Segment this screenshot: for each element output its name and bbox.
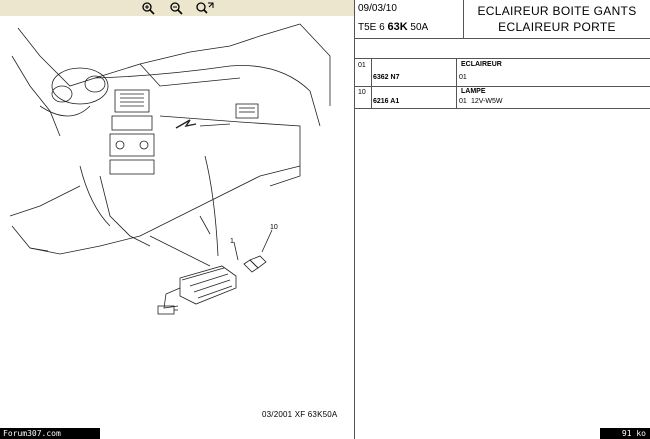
part-name: ECLAIREUR <box>461 61 502 68</box>
part-ref: 10 <box>358 89 366 96</box>
panel-divider <box>354 0 355 439</box>
section-title: ECLAIREUR BOITE GANTS <box>477 4 637 18</box>
column-divider <box>371 58 372 108</box>
row-divider <box>355 86 650 87</box>
callout-label: 1 <box>230 238 234 245</box>
column-divider <box>456 58 457 108</box>
catalog-date: 09/03/10 <box>358 3 397 14</box>
part-number[interactable]: 6216 A1 <box>373 98 400 105</box>
section-subtitle: ECLAIREUR PORTE <box>498 20 616 34</box>
part-qty: 01 <box>459 98 467 105</box>
status-size: 91 ko <box>600 428 650 439</box>
catalog-code: T5E 6 63K 50A <box>358 21 429 33</box>
part-ref: 01 <box>358 62 366 69</box>
status-site: Forum307.com <box>0 428 100 439</box>
parts-header: 09/03/10 T5E 6 63K 50A ECLAIREUR BOITE G… <box>355 0 650 39</box>
part-number[interactable]: 6362 N7 <box>373 74 400 81</box>
dashboard-exploded-diagram: 1 10 <box>9 23 331 315</box>
row-divider <box>355 108 650 109</box>
diagram-reference: 03/2001 XF 63K50A <box>262 410 338 419</box>
part-detail: 12V-W5W <box>471 98 503 105</box>
viewer-toolbar <box>0 0 354 16</box>
callout-label: 10 <box>270 224 278 231</box>
zoom-fit-icon[interactable] <box>194 1 216 15</box>
parts-panel: 09/03/10 T5E 6 63K 50A ECLAIREUR BOITE G… <box>355 0 650 428</box>
zoom-out-icon[interactable] <box>166 1 188 15</box>
diagram-panel: 1 10 03/2001 XF 63K50A <box>0 0 354 419</box>
zoom-in-icon[interactable] <box>138 1 160 15</box>
header-divider <box>463 0 464 38</box>
row-divider <box>355 58 650 59</box>
part-qty: 01 <box>459 74 467 81</box>
part-name: LAMPE <box>461 88 486 95</box>
